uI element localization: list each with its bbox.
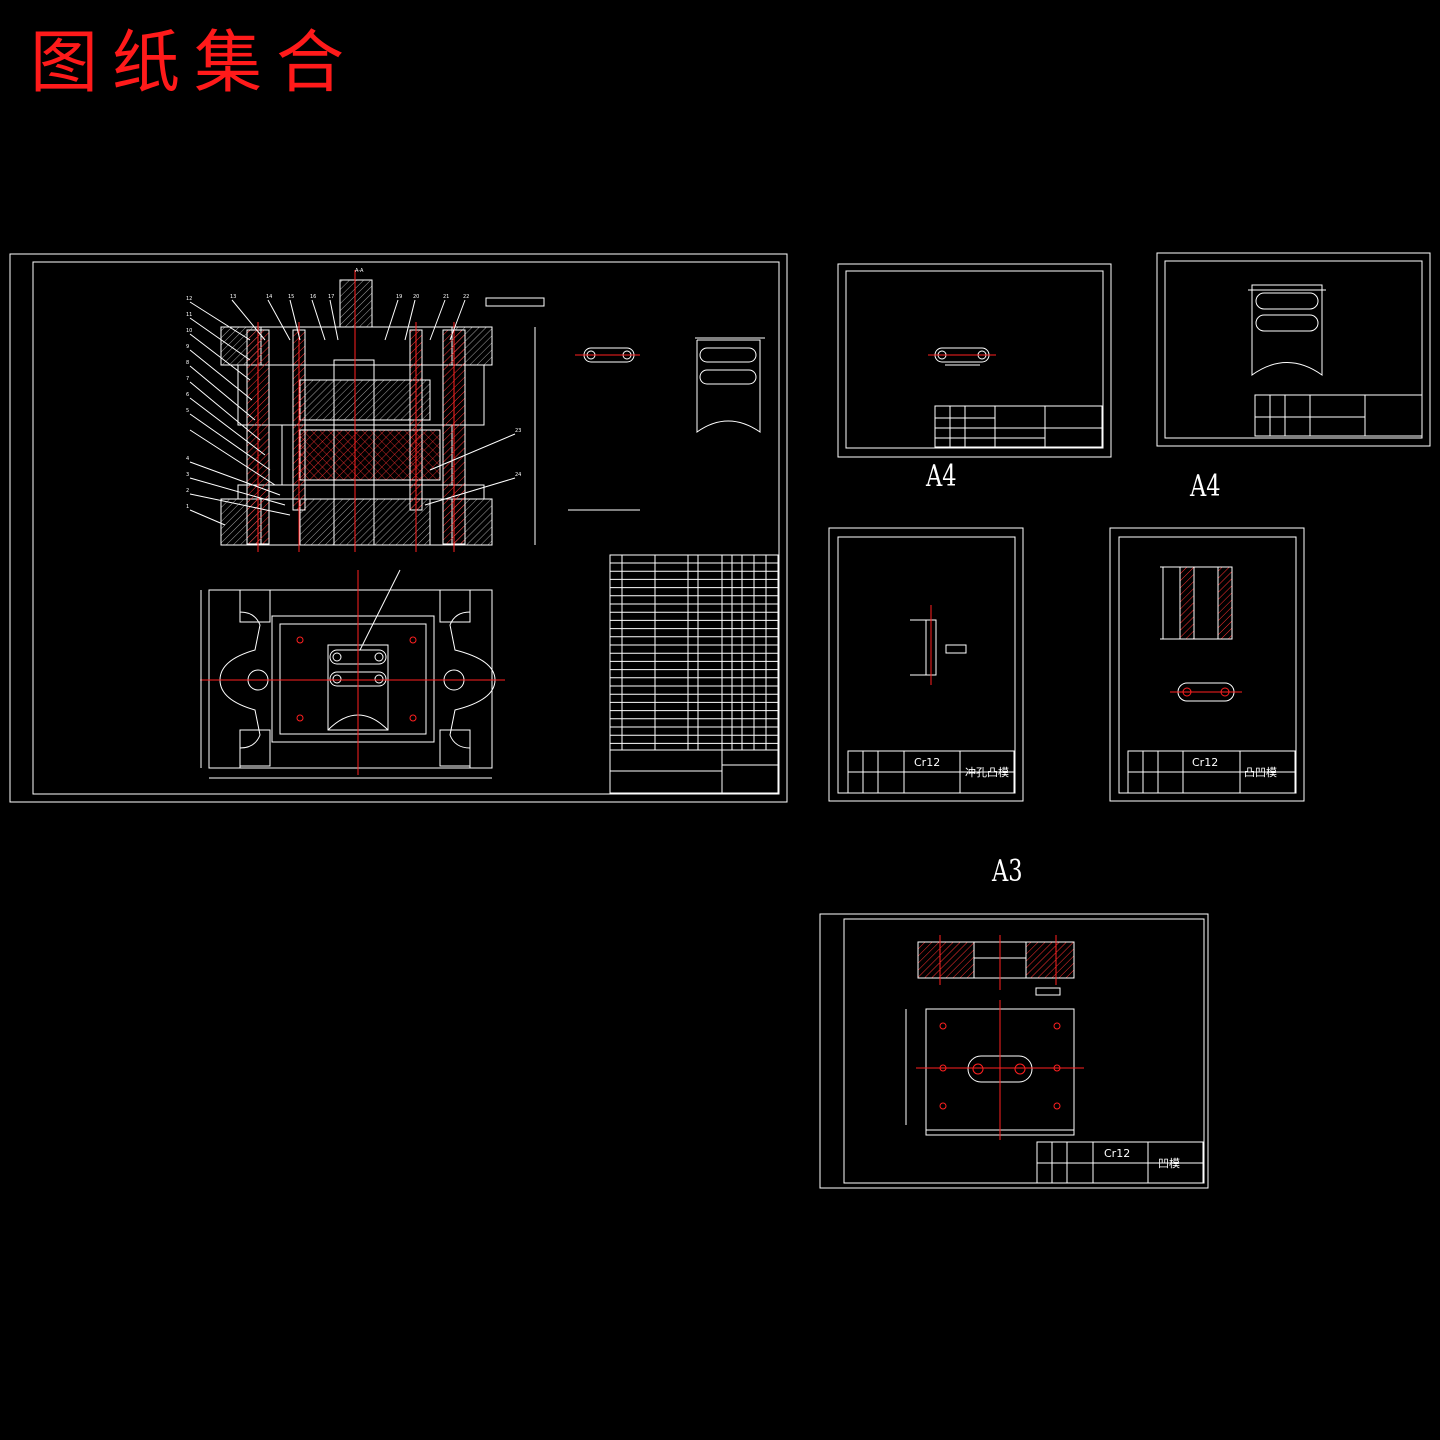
svg-text:8: 8: [186, 360, 189, 366]
svg-text:24: 24: [515, 472, 521, 478]
punch-part-name-label: 冲孔凸模: [965, 765, 1009, 779]
die-punch-material-label: Cr12: [1192, 756, 1218, 769]
svg-text:12: 12: [186, 296, 192, 302]
sheet-size-label-a4-second: A4: [1190, 469, 1221, 504]
svg-text:13: 13: [230, 294, 236, 300]
svg-text:4: 4: [186, 456, 189, 462]
svg-text:23: 23: [515, 428, 521, 434]
svg-text:10: 10: [186, 328, 192, 334]
sheet-size-label-a4-first: A4: [926, 459, 957, 494]
svg-text:21: 21: [443, 294, 449, 300]
sheet-die-punch: [1109, 527, 1305, 802]
svg-text:22: 22: [463, 294, 469, 300]
sheet-die-a3: [819, 913, 1209, 1189]
svg-text:16: 16: [310, 294, 316, 300]
svg-text:A-A: A-A: [355, 268, 364, 274]
svg-text:14: 14: [266, 294, 272, 300]
sheet-strip-layout-a4: [837, 263, 1112, 458]
svg-text:11: 11: [186, 312, 192, 318]
svg-text:20: 20: [413, 294, 419, 300]
svg-text:1: 1: [186, 504, 189, 510]
die-material-label: Cr12: [1104, 1147, 1130, 1160]
svg-text:19: 19: [396, 294, 402, 300]
svg-text:3: 3: [186, 472, 189, 478]
assembly-parts-list: [609, 554, 779, 794]
svg-text:7: 7: [186, 376, 189, 382]
punch-material-label: Cr12: [914, 756, 940, 769]
assembly-strip-layout: [568, 337, 765, 511]
svg-text:17: 17: [328, 294, 334, 300]
svg-text:2: 2: [186, 488, 189, 494]
svg-text:6: 6: [186, 392, 189, 398]
drawing-set-title: 图纸集合: [30, 24, 359, 103]
svg-text:5: 5: [186, 408, 189, 414]
svg-text:15: 15: [288, 294, 294, 300]
sheet-blank-part-a4: [1156, 252, 1431, 447]
die-punch-part-name-label: 凸凹模: [1244, 766, 1277, 779]
sheet-punch: [828, 527, 1024, 802]
sheet-size-label-a3: A3: [992, 854, 1023, 889]
svg-text:9: 9: [186, 344, 189, 350]
assembly-plan-view: [200, 569, 505, 779]
die-part-name-label: 凹模: [1158, 1157, 1180, 1170]
